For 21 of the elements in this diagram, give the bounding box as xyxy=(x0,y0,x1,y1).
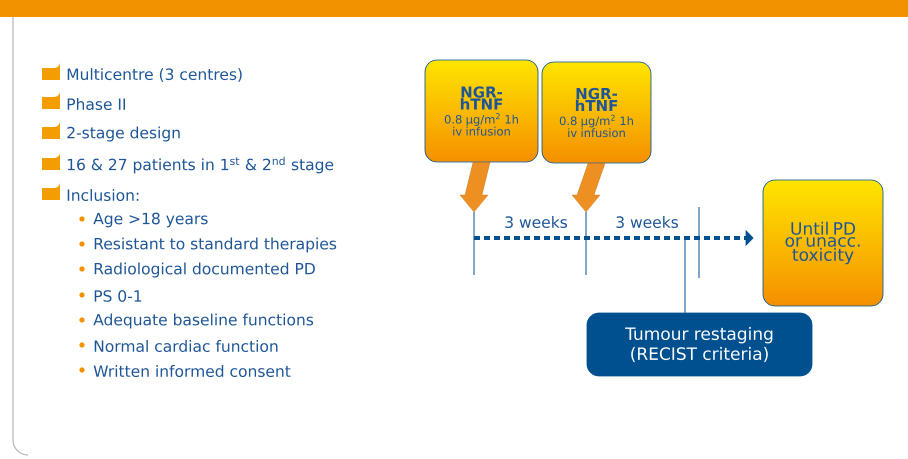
bullet-text: Inclusion: xyxy=(68,189,138,201)
treatment-box: NGR-hTNF 0.8 μg/m$^{2}$ 1h iv infusion xyxy=(424,60,538,162)
interval-label: 3 weeks xyxy=(505,216,568,228)
bullet-text: Radiological documented PD xyxy=(94,262,315,278)
bullet-text: Phase II xyxy=(68,98,126,110)
bullet-text: Age >18 years xyxy=(93,212,208,228)
bullet-text: 2-stage design xyxy=(67,126,180,142)
bullet-text: Multicentre (3 centres) xyxy=(68,68,242,82)
interval-label: 3 weeks xyxy=(616,216,678,228)
bullet-text: PS 0-1 xyxy=(94,290,142,302)
bullet-text: Written informed consent xyxy=(94,365,290,377)
bullet-text: Normal cardiac function xyxy=(94,340,278,352)
bullet-text: Resistant to standard therapies xyxy=(94,238,336,252)
treatment-box: NGR-hTNF 0.8 μg/m$^{2}$ 1h iv infusion xyxy=(542,62,652,164)
bullet-text: Adequate baseline functions xyxy=(93,314,314,329)
block-arrow xyxy=(572,163,606,212)
restaging-box: Tumour restaging (RECIST criteria) xyxy=(586,312,812,376)
bullet-text: 16 & 27 patients in 1$^{st}$ & 2$^{nd}$ stage xyxy=(68,156,334,174)
leader-line xyxy=(684,240,686,314)
block-arrow xyxy=(460,162,490,212)
endpoint-box: Until PD or unacc. toxicity xyxy=(762,180,884,306)
